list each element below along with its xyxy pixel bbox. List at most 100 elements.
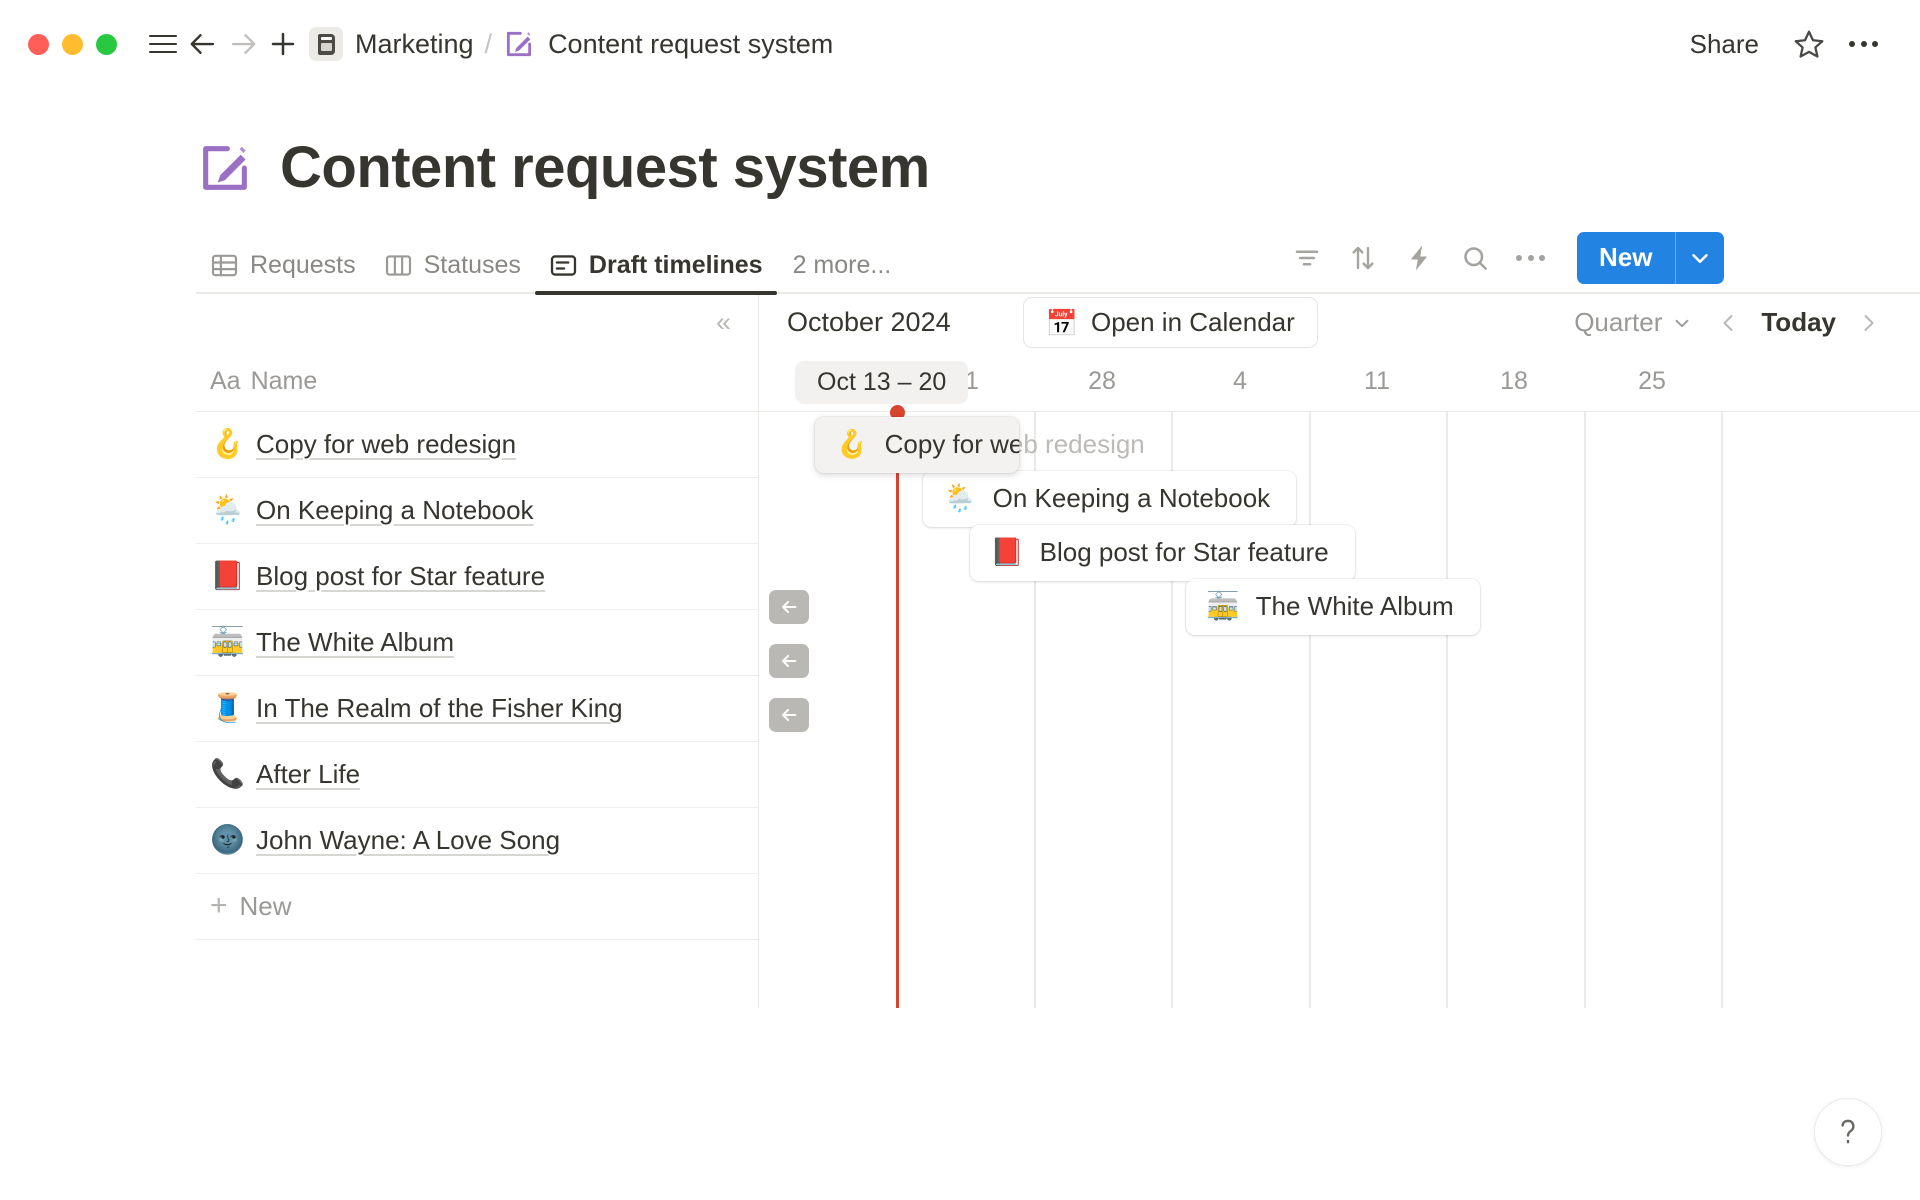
arrow-left-icon bbox=[782, 654, 797, 667]
back-arrow-icon[interactable] bbox=[183, 24, 223, 64]
close-window-button[interactable] bbox=[28, 33, 49, 55]
table-row[interactable]: 🪝 Copy for web redesign bbox=[196, 412, 758, 478]
row-title[interactable]: Copy for web redesign bbox=[256, 428, 517, 459]
drag-date-range-pill: Oct 13 – 20 bbox=[795, 360, 969, 404]
ellipsis-icon bbox=[1516, 254, 1546, 261]
open-in-calendar-button[interactable]: 📅 Open in Calendar bbox=[1022, 297, 1318, 349]
row-title[interactable]: After Life bbox=[256, 758, 361, 789]
timeline-bar[interactable]: 📕 Blog post for Star feature bbox=[970, 524, 1355, 581]
grid-line bbox=[1034, 411, 1036, 1008]
breadcrumb-page[interactable]: Content request system bbox=[548, 28, 834, 59]
table-row[interactable]: 🧵 In The Realm of the Fisher King bbox=[196, 676, 758, 742]
timeline-toolbar: October 2024 📅 Open in Calendar Quarter bbox=[759, 294, 1920, 352]
table-row[interactable]: 🚋 The White Album bbox=[196, 610, 758, 676]
table-row[interactable]: 📞 After Life bbox=[196, 742, 758, 808]
zoom-level-dropdown[interactable]: Quarter bbox=[1564, 303, 1703, 342]
scroll-to-bar-left-handle[interactable] bbox=[769, 643, 809, 678]
plus-icon: + bbox=[210, 889, 228, 923]
breadcrumb: Marketing / Content request system bbox=[309, 27, 833, 61]
share-button[interactable]: Share bbox=[1689, 28, 1759, 59]
sidebar-toggle-icon[interactable] bbox=[143, 24, 183, 64]
row-title[interactable]: In The Realm of the Fisher King bbox=[256, 692, 623, 723]
favorite-star-icon[interactable] bbox=[1793, 28, 1825, 60]
table-row[interactable]: 🌦️ On Keeping a Notebook bbox=[196, 478, 758, 544]
new-button-divider bbox=[1674, 231, 1676, 284]
question-mark-icon bbox=[1841, 1119, 1855, 1144]
bar-label: Blog post for Star feature bbox=[1039, 537, 1329, 568]
row-title[interactable]: Blog post for Star feature bbox=[256, 560, 546, 591]
minimize-window-button[interactable] bbox=[62, 33, 83, 55]
today-button[interactable]: Today bbox=[1761, 307, 1836, 338]
arrow-left-icon bbox=[782, 600, 797, 613]
grid-line bbox=[1584, 411, 1586, 1008]
scroll-to-bar-left-handle[interactable] bbox=[769, 697, 809, 732]
row-emoji-icon: 🌦️ bbox=[210, 494, 245, 526]
traffic-lights bbox=[28, 33, 117, 55]
titlebar-actions: Share bbox=[1680, 23, 1892, 66]
next-period-icon[interactable] bbox=[1842, 307, 1894, 339]
bar-emoji-icon: 🪝 bbox=[835, 429, 869, 460]
workspace-icon[interactable] bbox=[309, 27, 343, 61]
name-column-header[interactable]: Aa Name bbox=[196, 352, 758, 412]
new-button[interactable]: New bbox=[1599, 242, 1653, 273]
filter-icon[interactable] bbox=[1292, 243, 1322, 273]
ellipsis-icon bbox=[1849, 41, 1878, 47]
search-icon[interactable] bbox=[1460, 243, 1490, 273]
timeline-bar-dragging[interactable]: 🪝 Copy for web redesign bbox=[815, 416, 1019, 473]
board-icon bbox=[384, 251, 413, 280]
timeline-date-scale: 21 28 4 11 18 25 Oct 13 – 20 bbox=[759, 352, 1920, 412]
bar-label: Copy for web redesign bbox=[884, 429, 1019, 460]
grid-line bbox=[1309, 411, 1311, 1008]
tab-label: Requests bbox=[250, 250, 356, 279]
timeline-view: « Aa Name 🪝 Copy for web redesign 🌦️ On … bbox=[196, 293, 1920, 1008]
table-row[interactable]: 📕 Blog post for Star feature bbox=[196, 544, 758, 610]
add-new-row-button[interactable]: + New bbox=[196, 874, 758, 940]
calendar-icon: 📅 bbox=[1045, 307, 1078, 338]
forward-arrow-icon[interactable] bbox=[223, 24, 263, 64]
grid-line bbox=[1171, 411, 1173, 1008]
row-title[interactable]: On Keeping a Notebook bbox=[256, 494, 534, 525]
tab-statuses[interactable]: Statuses bbox=[370, 251, 535, 294]
table-row[interactable]: 🌚 John Wayne: A Love Song bbox=[196, 808, 758, 874]
sort-icon[interactable] bbox=[1348, 243, 1378, 273]
timeline-bar[interactable]: 🌦️ On Keeping a Notebook bbox=[923, 470, 1297, 527]
page-title-pencil-icon[interactable] bbox=[196, 139, 254, 197]
tab-requests[interactable]: Requests bbox=[196, 251, 370, 294]
bar-label: The White Album bbox=[1255, 591, 1454, 622]
collapse-chevrons-icon[interactable]: « bbox=[715, 307, 731, 338]
previous-period-icon[interactable] bbox=[1703, 307, 1755, 339]
row-title[interactable]: John Wayne: A Love Song bbox=[256, 824, 561, 855]
text-property-icon: Aa bbox=[210, 366, 241, 395]
name-column-label: Name bbox=[250, 366, 318, 395]
timeline-name-column: « Aa Name 🪝 Copy for web redesign 🌦️ On … bbox=[196, 293, 759, 1008]
view-more-options-icon[interactable] bbox=[1516, 254, 1546, 261]
automation-bolt-icon[interactable] bbox=[1404, 243, 1434, 273]
date-tick: 11 bbox=[1364, 367, 1390, 396]
bar-emoji-icon: 📕 bbox=[990, 537, 1024, 568]
row-emoji-icon: 🪝 bbox=[210, 428, 245, 460]
maximize-window-button[interactable] bbox=[96, 33, 117, 55]
breadcrumb-workspace[interactable]: Marketing bbox=[355, 28, 474, 59]
new-page-plus-icon[interactable] bbox=[263, 24, 303, 64]
page-header: Content request system bbox=[0, 88, 1920, 200]
new-button-dropdown[interactable] bbox=[1676, 232, 1724, 284]
timeline-canvas[interactable]: 🪝 Copy for web redesign 🪝 Copy for web r… bbox=[759, 404, 1920, 1008]
tab-label: Draft timelines bbox=[588, 250, 763, 279]
window-titlebar: Marketing / Content request system Share bbox=[0, 0, 1920, 88]
row-emoji-icon: 🚋 bbox=[210, 626, 245, 658]
bar-emoji-icon: 🚋 bbox=[1206, 591, 1240, 622]
row-title[interactable]: The White Album bbox=[256, 626, 454, 657]
page-pencil-icon bbox=[503, 28, 535, 60]
timeline-bar[interactable]: 🚋 The White Album bbox=[1186, 578, 1480, 635]
scroll-to-bar-left-handle[interactable] bbox=[769, 589, 809, 624]
help-button[interactable] bbox=[1814, 1098, 1882, 1166]
grid-line bbox=[1446, 411, 1448, 1008]
timeline-icon bbox=[549, 251, 578, 280]
bar-emoji-icon: 🌦️ bbox=[943, 483, 977, 514]
page-more-options-icon[interactable] bbox=[1849, 41, 1878, 47]
page-content: Content request system Requests Statuses bbox=[0, 88, 1920, 1008]
tab-draft-timelines[interactable]: Draft timelines bbox=[534, 250, 777, 295]
tab-more-views[interactable]: 2 more... bbox=[792, 250, 892, 279]
page-title[interactable]: Content request system bbox=[280, 135, 930, 200]
